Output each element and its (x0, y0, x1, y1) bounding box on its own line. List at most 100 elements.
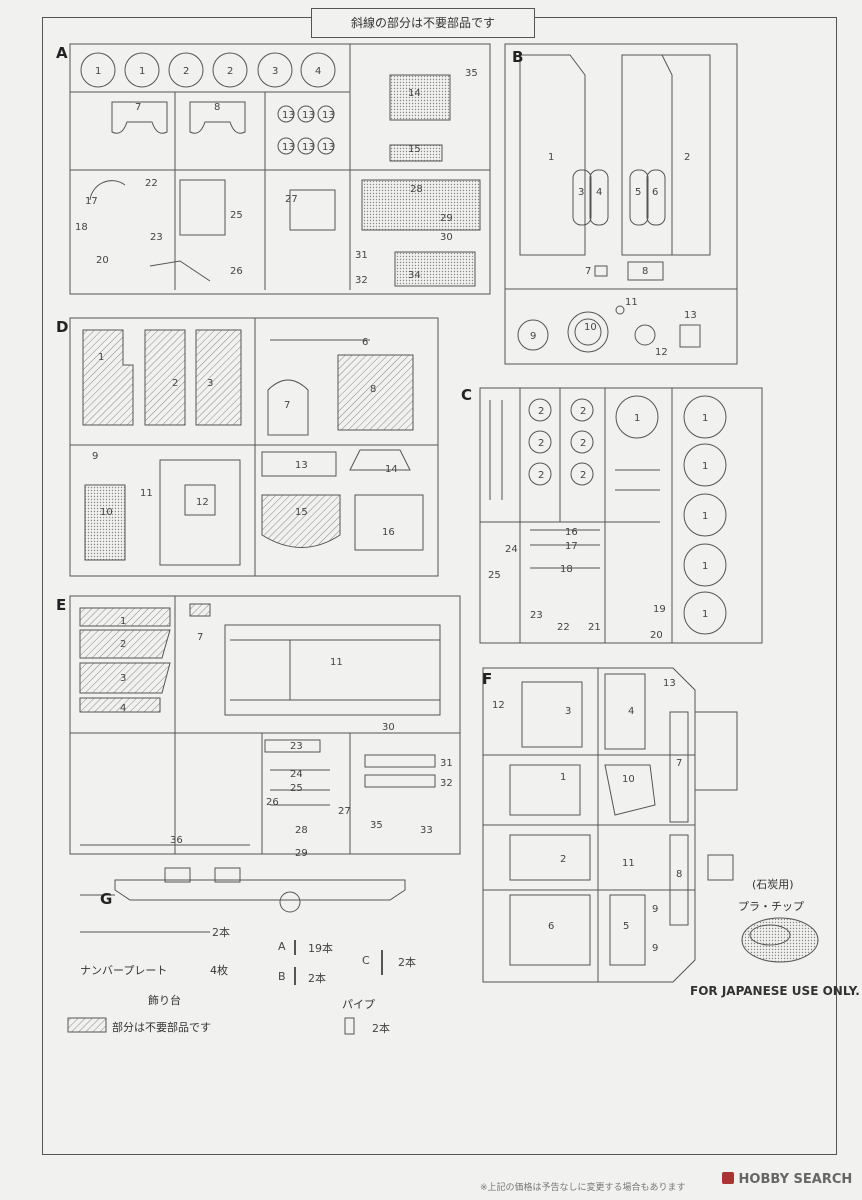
svg-text:9: 9 (652, 943, 658, 954)
svg-text:28: 28 (410, 184, 423, 195)
svg-text:4: 4 (120, 703, 126, 714)
svg-text:7: 7 (197, 632, 203, 643)
svg-text:1: 1 (702, 561, 708, 572)
svg-text:1: 1 (120, 616, 126, 627)
sprue-d-frame (69, 317, 439, 577)
sheet-e-label: E (56, 596, 67, 614)
svg-text:28: 28 (295, 825, 308, 836)
sprue-e-parts (70, 596, 460, 854)
sheet-g-label: G (100, 890, 113, 908)
sheet-d-label: D (56, 318, 69, 336)
sprue-e-frame (69, 595, 461, 855)
svg-text:10: 10 (100, 507, 113, 518)
rod-count: 2本 (212, 926, 230, 939)
svg-text:25: 25 (488, 570, 501, 581)
svg-text:17: 17 (85, 196, 98, 207)
svg-text:4: 4 (315, 66, 321, 77)
sprue-d-parts (70, 318, 438, 576)
svg-text:1: 1 (702, 609, 708, 620)
svg-text:1: 1 (98, 352, 104, 363)
svg-text:35: 35 (370, 820, 383, 831)
svg-text:8: 8 (676, 869, 682, 880)
hatch-legend-box (67, 1017, 107, 1033)
svg-text:11: 11 (625, 297, 638, 308)
pin-b-count: 2本 (308, 972, 326, 985)
sprue-b-lower (504, 288, 738, 365)
svg-text:10: 10 (584, 322, 597, 333)
svg-text:7: 7 (676, 758, 682, 769)
svg-text:24: 24 (505, 544, 518, 555)
svg-text:9: 9 (652, 904, 658, 915)
svg-text:2: 2 (560, 854, 566, 865)
pipe-shape (344, 1017, 355, 1035)
coal-use-label: (石炭用) (752, 878, 794, 891)
svg-text:31: 31 (440, 758, 453, 769)
svg-text:13: 13 (684, 310, 697, 321)
pin-a-count: 19本 (308, 942, 333, 955)
japanese-use-notice: FOR JAPANESE USE ONLY. (690, 984, 860, 998)
svg-text:3: 3 (207, 378, 213, 389)
svg-text:7: 7 (135, 102, 141, 113)
svg-text:11: 11 (330, 657, 343, 668)
svg-text:29: 29 (440, 213, 453, 224)
svg-text:26: 26 (266, 797, 279, 808)
pin-b-label: B (278, 970, 286, 983)
watermark-logo-icon (722, 1172, 734, 1184)
svg-text:27: 27 (285, 194, 298, 205)
svg-text:18: 18 (560, 564, 573, 575)
svg-text:1: 1 (702, 511, 708, 522)
sheet-a-label: A (56, 44, 68, 62)
svg-text:14: 14 (408, 88, 421, 99)
svg-text:34: 34 (408, 270, 421, 281)
unused-parts-note: 部分は不要部品です (112, 1021, 211, 1034)
svg-text:5: 5 (635, 187, 641, 198)
svg-text:13: 13 (663, 678, 676, 689)
svg-text:31: 31 (355, 250, 368, 261)
svg-text:21: 21 (588, 622, 601, 633)
svg-text:12: 12 (492, 700, 505, 711)
svg-text:2: 2 (538, 406, 544, 417)
display-stand-label: 飾り台 (148, 994, 181, 1007)
svg-text:6: 6 (362, 337, 368, 348)
svg-text:25: 25 (230, 210, 243, 221)
svg-text:1: 1 (560, 772, 566, 783)
svg-text:2: 2 (120, 639, 126, 650)
sprue-c-frame (479, 387, 763, 644)
svg-text:2: 2 (538, 438, 544, 449)
pipe-label: パイプ (342, 998, 375, 1011)
pin-c-label: C (362, 954, 370, 967)
price-note: ※上記の価格は予告なしに変更する場合もあります (480, 1183, 686, 1193)
watermark: HOBBY SEARCH (722, 1172, 852, 1187)
pin-c-count: 2本 (398, 956, 416, 969)
sprue-b-frame (504, 43, 738, 290)
svg-text:1: 1 (548, 152, 554, 163)
svg-text:12: 12 (655, 347, 668, 358)
svg-text:8: 8 (370, 384, 376, 395)
svg-text:13: 13 (282, 142, 295, 153)
svg-text:13: 13 (322, 142, 335, 153)
sprue-a-parts (70, 44, 490, 290)
svg-text:22: 22 (145, 178, 158, 189)
number-plate-label: ナンバープレート (80, 964, 168, 977)
sprue-f-frame (482, 667, 696, 983)
svg-text:25: 25 (290, 783, 303, 794)
header-title: 斜線の部分は不要部品です (311, 8, 535, 38)
svg-text:24: 24 (290, 769, 303, 780)
svg-text:14: 14 (385, 464, 398, 475)
svg-text:15: 15 (408, 144, 421, 155)
svg-text:3: 3 (565, 706, 571, 717)
svg-text:4: 4 (628, 706, 634, 717)
svg-text:27: 27 (338, 806, 351, 817)
svg-text:32: 32 (355, 275, 368, 286)
svg-text:9: 9 (92, 451, 98, 462)
sprue-g-chassis (80, 867, 406, 913)
svg-text:3: 3 (272, 66, 278, 77)
svg-text:29: 29 (295, 848, 308, 859)
svg-text:11: 11 (140, 488, 153, 499)
svg-text:7: 7 (284, 400, 290, 411)
svg-text:3: 3 (120, 673, 126, 684)
sprue-c-parts (480, 388, 727, 643)
sprue-a-frame (69, 43, 491, 295)
